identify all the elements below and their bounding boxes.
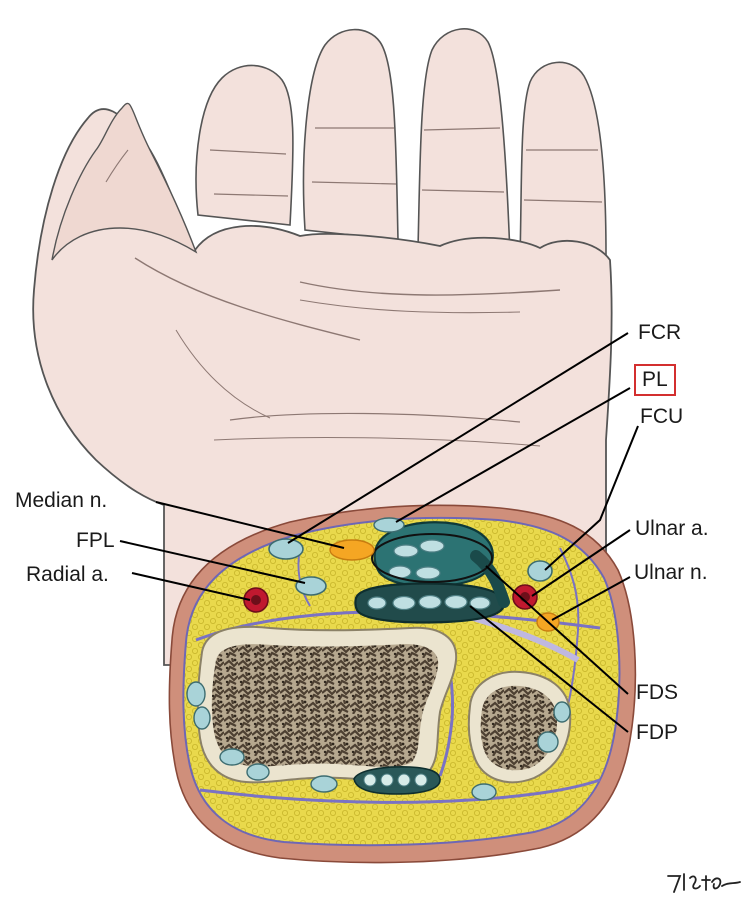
finger-middle — [304, 30, 398, 240]
artist-signature — [664, 864, 744, 900]
label-ulnar-nerve: Ulnar n. — [634, 562, 708, 583]
fpl-tendon — [296, 577, 326, 595]
wrist-cross-section — [169, 505, 635, 862]
finger-index — [196, 65, 293, 225]
label-fcr: FCR — [638, 322, 681, 343]
median-nerve — [330, 540, 374, 560]
label-fcu: FCU — [640, 406, 683, 427]
label-radial-artery: Radial a. — [26, 564, 109, 585]
label-pl-highlighted: PL — [634, 364, 676, 396]
label-fpl: FPL — [76, 530, 115, 551]
label-fds: FDS — [636, 682, 678, 703]
label-fdp: FDP — [636, 722, 678, 743]
finger-ring — [418, 29, 510, 255]
label-median-nerve: Median n. — [15, 490, 107, 511]
finger-little — [520, 62, 606, 258]
fcu-tendon — [528, 561, 552, 581]
fcr-tendon — [269, 539, 303, 559]
label-ulnar-artery: Ulnar a. — [635, 518, 709, 539]
